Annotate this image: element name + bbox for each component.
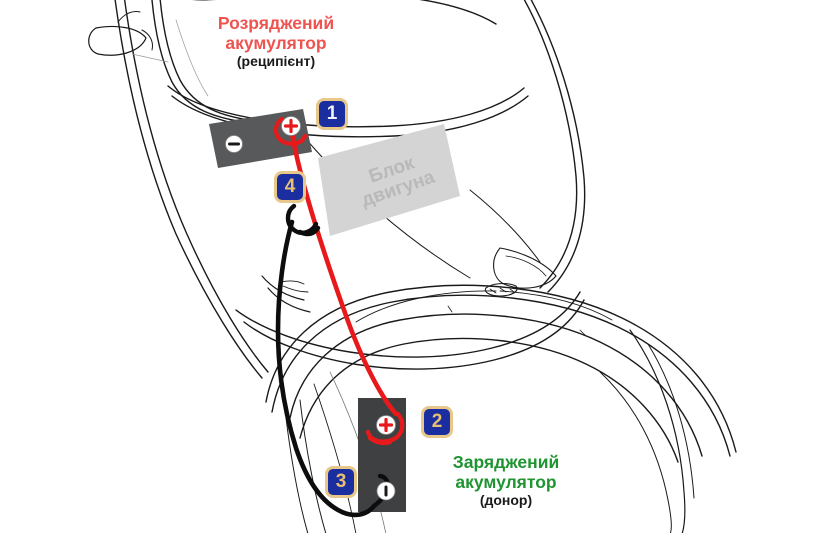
donor-label-line2: акумулятор [455,471,557,492]
donor-negative-terminal [376,481,396,501]
donor-positive-terminal [376,415,396,435]
recipient-car-lower-body [261,275,311,313]
donor-label-line1: Заряджений [452,452,560,472]
recipient-positive-clamp [273,116,308,146]
step-badge-1[interactable]: 1 [316,98,348,130]
recipient-battery-label: Розряджений акумулятор (реципієнт) [176,13,376,70]
donor-positive-clamp [365,411,405,446]
recipient-positive-terminal [281,116,301,136]
recipient-label-line1: Розряджений [217,13,335,33]
recipient-car-outline [88,0,586,379]
engine-block-shape [318,124,460,236]
recipient-negative-terminal [225,135,243,153]
step-badge-4[interactable]: 4 [274,171,306,203]
step-badge-2[interactable]: 2 [421,406,453,438]
donor-battery-label: Заряджений акумулятор (донор) [406,452,606,509]
recipient-label-line3: (реципієнт) [236,53,316,70]
step-badge-3[interactable]: 3 [325,466,357,498]
donor-label-line3: (донор) [479,492,533,509]
negative-jumper-cable [275,219,377,518]
recipient-label-line2: акумулятор [225,32,327,53]
engine-ground-clamp [285,203,321,237]
